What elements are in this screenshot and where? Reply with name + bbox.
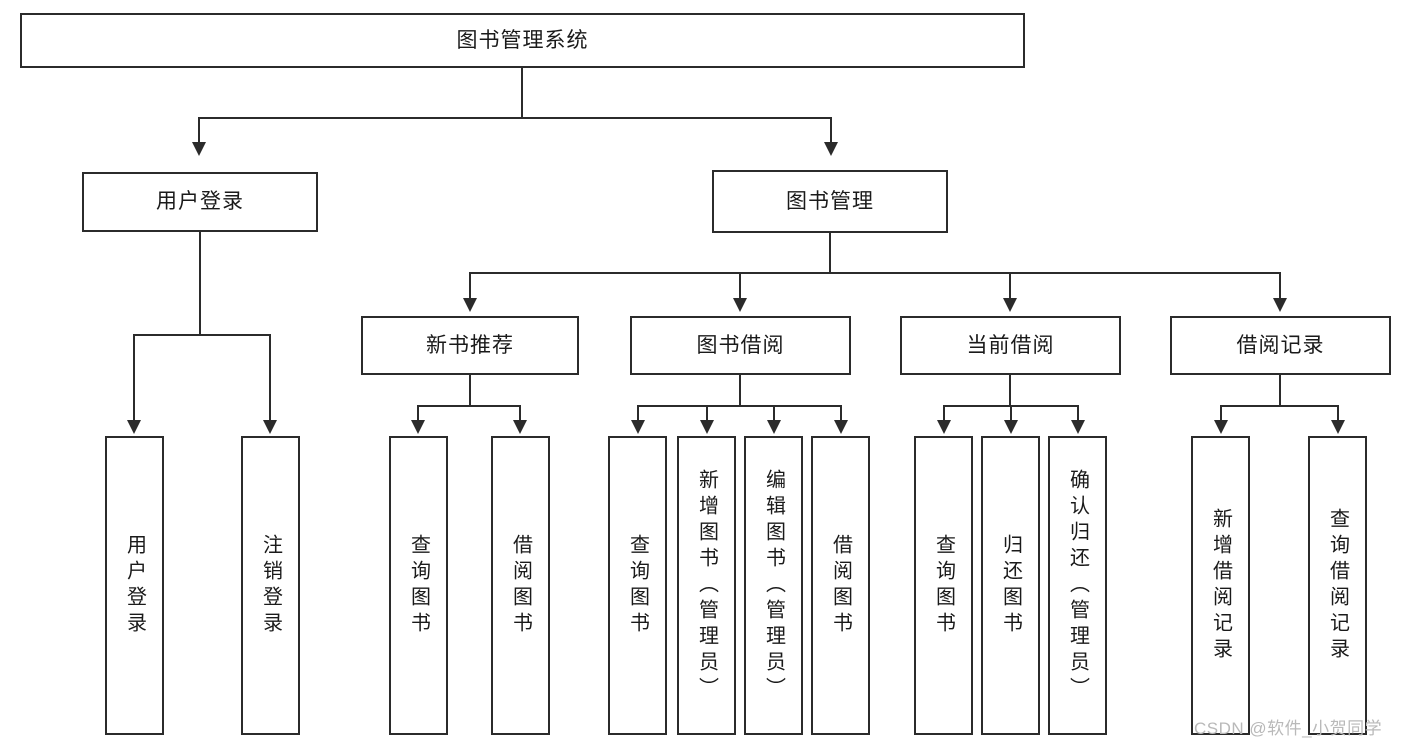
connector-level3-bus xyxy=(469,272,1280,274)
connector-new-book-recommend-bus xyxy=(417,405,521,407)
node-label: 新增借阅记录 xyxy=(1209,507,1232,664)
node-book-borrow[interactable]: 图书借阅 xyxy=(630,316,851,375)
node-leaf-add-borrow-record[interactable]: 新增借阅记录 xyxy=(1191,436,1250,735)
node-label: 借阅图书 xyxy=(829,533,852,638)
node-label: 当前借阅 xyxy=(966,333,1055,357)
arrowhead-leaf-query-borrow-record xyxy=(1331,420,1345,434)
connector-book-borrow-stem xyxy=(739,375,741,405)
node-label: 编辑图书（管理员） xyxy=(762,468,785,703)
node-leaf-add-book[interactable]: 新增图书（管理员） xyxy=(677,436,736,735)
connector-to-borrow-record xyxy=(1279,272,1281,300)
node-leaf-edit-book[interactable]: 编辑图书（管理员） xyxy=(744,436,803,735)
node-label: 查询图书 xyxy=(626,533,649,638)
connector-root-stem xyxy=(521,68,523,117)
node-label: 查询图书 xyxy=(932,533,955,638)
arrowhead-leaf-edit-book xyxy=(767,420,781,434)
node-leaf-query-book-3[interactable]: 查询图书 xyxy=(914,436,973,735)
node-label: 用户登录 xyxy=(156,190,244,214)
arrowhead-leaf-add-book xyxy=(700,420,714,434)
node-label: 归还图书 xyxy=(999,533,1022,638)
connector-to-new-book-recommend xyxy=(469,272,471,300)
connector-borrow-record-stem xyxy=(1279,375,1281,405)
node-label: 新书推荐 xyxy=(426,333,514,357)
connector-book-borrow-bus xyxy=(637,405,842,407)
arrowhead-leaf-user-login xyxy=(127,420,141,434)
connector-nbr-drop-1 xyxy=(417,405,419,422)
arrowhead-leaf-confirm-return xyxy=(1071,420,1085,434)
node-label: 图书管理系统 xyxy=(456,28,589,52)
node-label: 查询图书 xyxy=(407,533,430,638)
node-borrow-record[interactable]: 借阅记录 xyxy=(1170,316,1391,375)
node-leaf-confirm-return[interactable]: 确认归还（管理员） xyxy=(1048,436,1107,735)
arrowhead-leaf-add-borrow-record xyxy=(1214,420,1228,434)
node-leaf-borrow-book-1[interactable]: 借阅图书 xyxy=(491,436,550,735)
arrowhead-to-borrow-record xyxy=(1273,298,1287,312)
node-book-manage[interactable]: 图书管理 xyxy=(712,170,948,233)
connector-cb-drop-2 xyxy=(1010,405,1012,422)
node-label: 图书借阅 xyxy=(696,333,785,357)
connector-user-login-drop-1 xyxy=(133,334,135,422)
connector-borrow-record-bus xyxy=(1220,405,1339,407)
node-current-borrow[interactable]: 当前借阅 xyxy=(900,316,1121,375)
connector-user-login-bus xyxy=(133,334,269,336)
connector-bb-drop-4 xyxy=(840,405,842,422)
node-label: 借阅记录 xyxy=(1236,333,1325,357)
connector-cb-drop-3 xyxy=(1077,405,1079,422)
node-leaf-query-book-2[interactable]: 查询图书 xyxy=(608,436,667,735)
connector-nbr-drop-2 xyxy=(519,405,521,422)
connector-to-current-borrow xyxy=(1009,272,1011,300)
node-label: 用户登录 xyxy=(123,533,146,638)
arrowhead-leaf-return-book xyxy=(1004,420,1018,434)
node-leaf-logout-login[interactable]: 注销登录 xyxy=(241,436,300,735)
connector-cb-drop-1 xyxy=(943,405,945,422)
arrowhead-leaf-logout-login xyxy=(263,420,277,434)
node-leaf-query-borrow-record[interactable]: 查询借阅记录 xyxy=(1308,436,1367,735)
node-label: 注销登录 xyxy=(259,533,282,638)
arrowhead-to-book-manage xyxy=(824,142,838,156)
node-new-book-recommend[interactable]: 新书推荐 xyxy=(361,316,579,375)
node-leaf-query-book-1[interactable]: 查询图书 xyxy=(389,436,448,735)
arrowhead-to-user-login xyxy=(192,142,206,156)
connector-to-book-manage xyxy=(830,117,832,144)
node-label: 新增图书（管理员） xyxy=(695,468,718,703)
connector-bb-drop-1 xyxy=(637,405,639,422)
connector-book-manage-stem xyxy=(829,233,831,272)
connector-bb-drop-2 xyxy=(706,405,708,422)
connector-user-login-drop-2 xyxy=(269,334,271,422)
connector-br-drop-2 xyxy=(1337,405,1339,422)
node-label: 查询借阅记录 xyxy=(1326,507,1349,664)
arrowhead-to-new-book-recommend xyxy=(463,298,477,312)
node-label: 借阅图书 xyxy=(509,533,532,638)
csdn-watermark: CSDN @软件_小贺同学 xyxy=(1194,719,1383,738)
connector-current-borrow-stem xyxy=(1009,375,1011,405)
arrowhead-leaf-borrow-book-2 xyxy=(834,420,848,434)
node-leaf-borrow-book-2[interactable]: 借阅图书 xyxy=(811,436,870,735)
connector-new-book-recommend-stem xyxy=(469,375,471,405)
arrowhead-leaf-query-book-3 xyxy=(937,420,951,434)
connector-user-login-stem xyxy=(199,232,201,334)
arrowhead-leaf-borrow-book-1 xyxy=(513,420,527,434)
arrowhead-to-book-borrow xyxy=(733,298,747,312)
node-label: 图书管理 xyxy=(786,189,874,213)
arrowhead-leaf-query-book-2 xyxy=(631,420,645,434)
node-user-login[interactable]: 用户登录 xyxy=(82,172,318,232)
node-label: 确认归还（管理员） xyxy=(1066,468,1089,703)
arrowhead-to-current-borrow xyxy=(1003,298,1017,312)
node-leaf-user-login[interactable]: 用户登录 xyxy=(105,436,164,735)
connector-to-user-login xyxy=(198,117,200,144)
node-root-system[interactable]: 图书管理系统 xyxy=(20,13,1025,68)
connector-bb-drop-3 xyxy=(773,405,775,422)
connector-br-drop-1 xyxy=(1220,405,1222,422)
connector-level2-bus xyxy=(198,117,832,119)
arrowhead-leaf-query-book-1 xyxy=(411,420,425,434)
connector-to-book-borrow xyxy=(739,272,741,300)
node-leaf-return-book[interactable]: 归还图书 xyxy=(981,436,1040,735)
